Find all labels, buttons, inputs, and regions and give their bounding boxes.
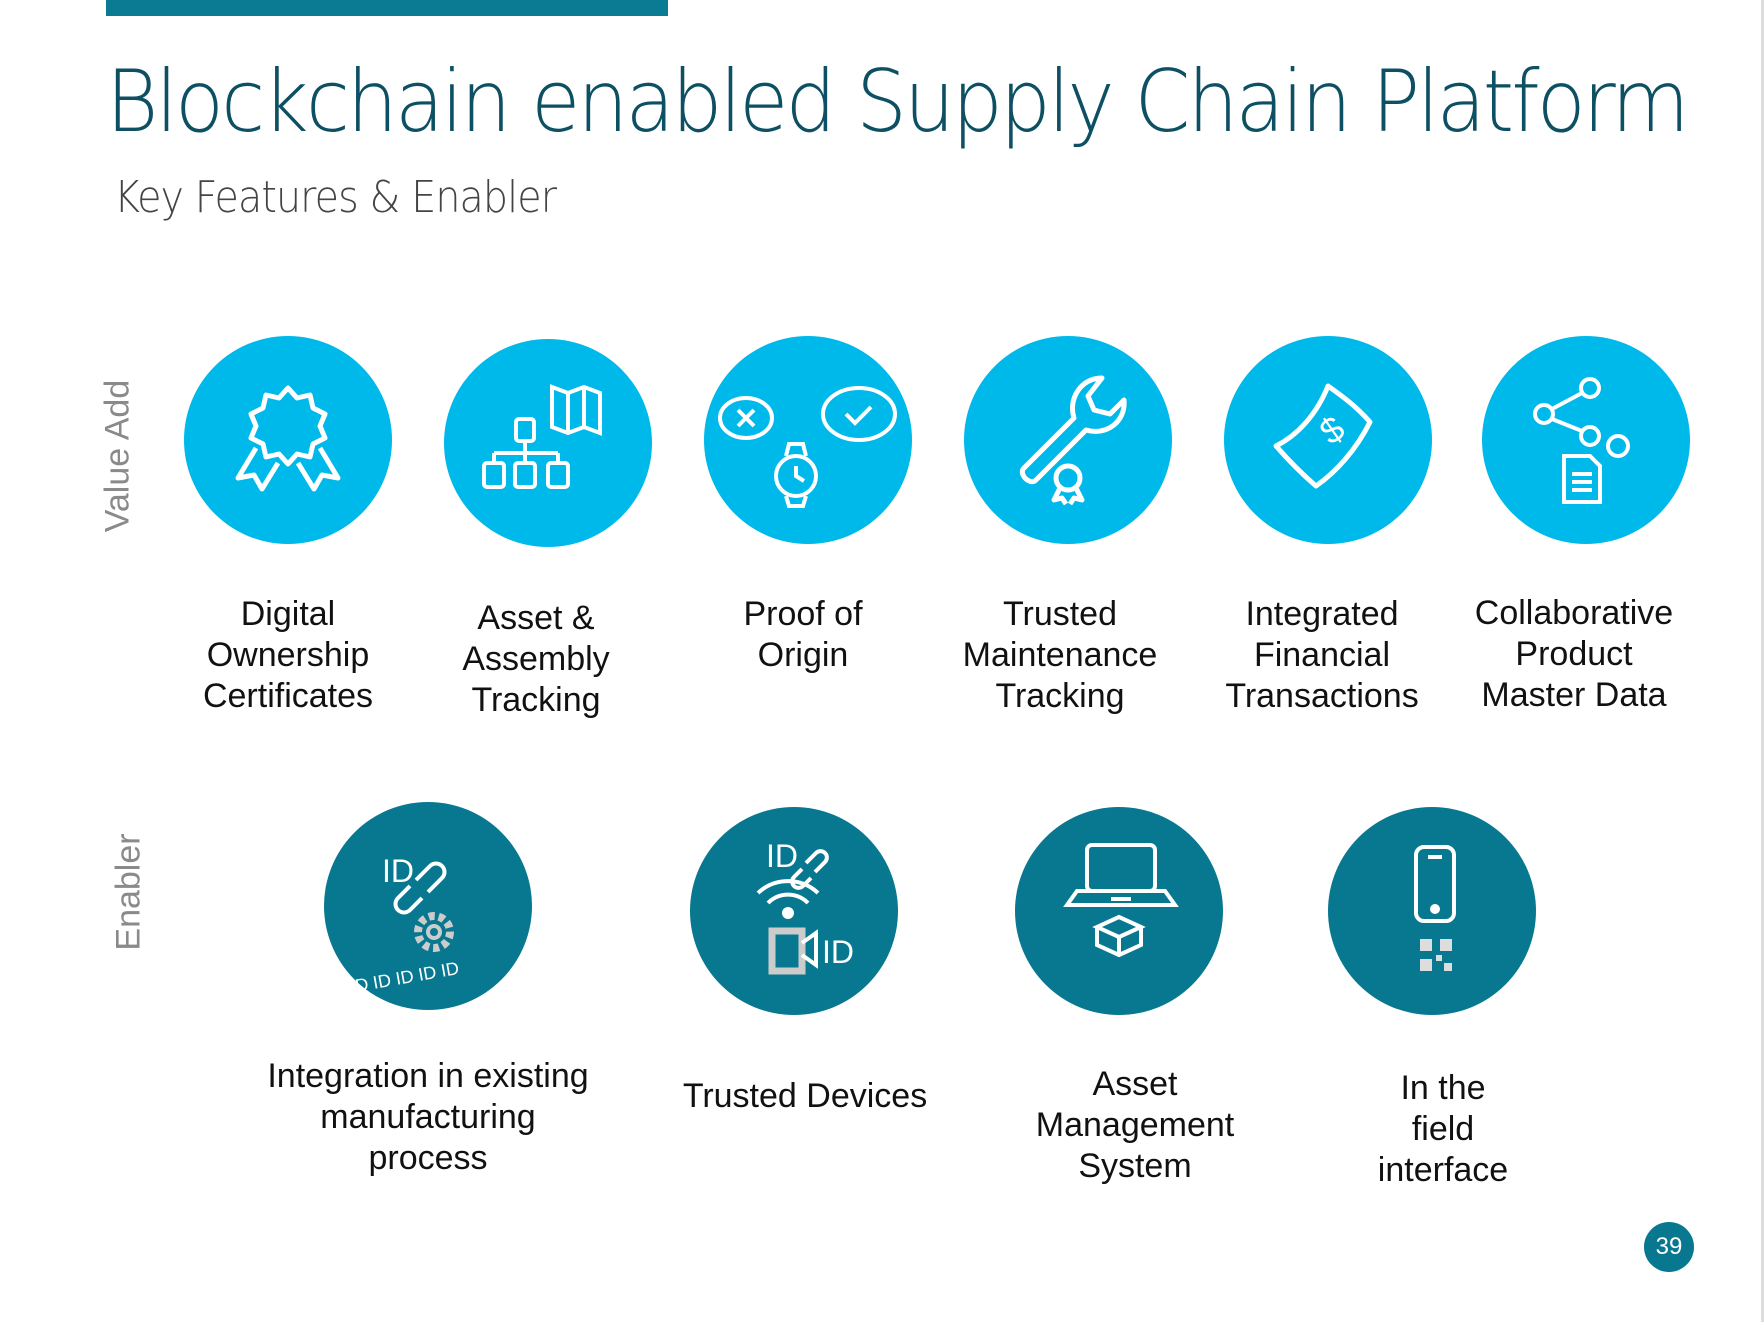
map-hierarchy-icon bbox=[444, 339, 652, 547]
svg-text:ID: ID bbox=[382, 853, 414, 889]
dollar-bill-icon: $ bbox=[1224, 336, 1432, 544]
id-link-gear-icon: ID D ID ID ID ID bbox=[324, 802, 532, 1010]
page-subtitle: Key Features & Enabler bbox=[114, 172, 557, 223]
id-wifi-camera-icon: ID ID bbox=[690, 807, 898, 1015]
svg-text:D ID ID ID ID: D ID ID ID ID bbox=[354, 958, 461, 996]
row-label-enabler: Enabler bbox=[109, 833, 148, 951]
phone-qr-icon bbox=[1328, 807, 1536, 1015]
row-label-value-add: Value Add bbox=[98, 379, 137, 533]
page-number-badge: 39 bbox=[1644, 1222, 1694, 1272]
share-document-icon bbox=[1482, 336, 1690, 544]
laptop-box-icon bbox=[1015, 807, 1223, 1015]
award-ribbon-icon bbox=[184, 336, 392, 544]
wrench-icon bbox=[964, 336, 1172, 544]
svg-text:ID: ID bbox=[822, 934, 854, 970]
svg-text:$: $ bbox=[1312, 407, 1352, 452]
chat-watch-icon bbox=[704, 336, 912, 544]
svg-text:ID: ID bbox=[766, 838, 798, 874]
enabler-label-trusted-devices: Trusted Devices bbox=[682, 1077, 928, 1115]
page-title: Blockchain enabled Supply Chain Platform bbox=[106, 52, 1689, 152]
accent-bar bbox=[106, 0, 668, 16]
